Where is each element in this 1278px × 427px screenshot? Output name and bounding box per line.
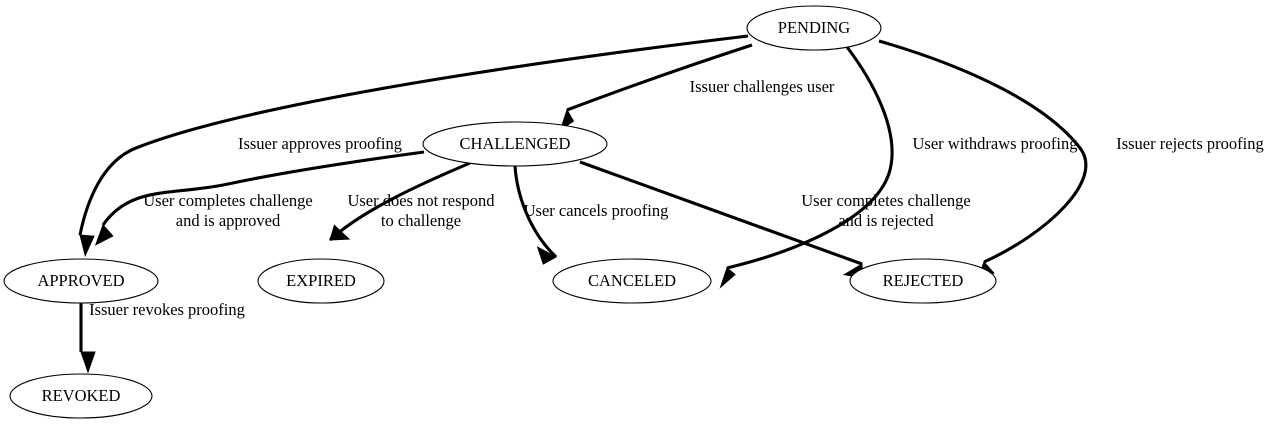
arrowhead-icon	[719, 267, 736, 289]
edge-line	[101, 150, 425, 226]
edge-label-pending-rejected: Issuer rejects proofing	[1116, 134, 1264, 153]
arrowhead-icon	[329, 224, 351, 241]
arrowhead-icon	[536, 246, 558, 265]
edge-line	[878, 39, 1088, 264]
node-ellipse[interactable]	[849, 258, 997, 304]
edge-label-line: Issuer challenges user	[690, 77, 835, 96]
edge-label-pending-rejected-withdraw: User withdraws proofing	[913, 134, 1078, 153]
edge-challenged-canceled	[513, 165, 558, 265]
edge-line	[513, 165, 558, 259]
node-label: EXPIRED	[286, 271, 356, 290]
edge-label-line: and is rejected	[838, 211, 934, 230]
state-node-approved[interactable]: APPROVED	[3, 258, 159, 304]
node-label: REVOKED	[42, 386, 121, 405]
nodes-layer: PENDING CHALLENGED APPROVED EXPIRED CANCELED…	[3, 5, 997, 419]
edge-label-pending-approved: Issuer approves proofing	[238, 134, 402, 153]
edge-approved-revoked	[79, 303, 96, 374]
arrowhead-icon	[94, 224, 114, 246]
edge-label-line: User completes challenge	[801, 191, 971, 210]
state-node-revoked[interactable]: REVOKED	[9, 373, 153, 419]
node-ellipse[interactable]	[746, 5, 882, 51]
node-ellipse[interactable]	[3, 258, 159, 304]
node-ellipse[interactable]	[9, 373, 153, 419]
edge-label-line: User completes challenge	[143, 191, 313, 210]
edge-label-line: User withdraws proofing	[913, 134, 1078, 153]
arrowhead-icon	[79, 234, 95, 258]
node-ellipse[interactable]	[422, 121, 608, 167]
edge-label-line: and is approved	[176, 211, 281, 230]
edge-label-line: to challenge	[381, 211, 461, 230]
edge-line	[566, 43, 753, 112]
edge-line	[726, 46, 894, 270]
edge-line	[328, 161, 471, 242]
edge-label-approved-revoked: Issuer revokes proofing	[89, 300, 245, 319]
node-label: REJECTED	[883, 271, 964, 290]
state-node-challenged[interactable]: CHALLENGED	[422, 121, 608, 167]
node-label: PENDING	[778, 18, 850, 37]
edge-label-line: Issuer revokes proofing	[89, 300, 245, 319]
edge-pending-rejected-withdraw	[719, 46, 894, 289]
edge-label-challenged-canceled: User cancels proofing	[524, 201, 669, 220]
edge-pending-approved	[78, 34, 749, 258]
edge-line	[579, 160, 863, 266]
node-ellipse[interactable]	[257, 258, 385, 304]
state-node-canceled[interactable]: CANCELED	[552, 258, 712, 304]
node-label: CANCELED	[588, 271, 676, 290]
node-label: APPROVED	[37, 271, 124, 290]
edge-label-pending-challenged: Issuer challenges user	[690, 77, 835, 96]
edge-pending-rejected	[878, 39, 1088, 282]
edge-label-line: User does not respond	[347, 191, 495, 210]
edge-label-line: User cancels proofing	[524, 201, 669, 220]
edge-label-line: Issuer approves proofing	[238, 134, 402, 153]
edge-line	[78, 34, 749, 236]
node-label: CHALLENGED	[460, 134, 571, 153]
state-node-expired[interactable]: EXPIRED	[257, 258, 385, 304]
arrowhead-icon	[80, 351, 96, 374]
state-node-pending[interactable]: PENDING	[746, 5, 882, 51]
state-node-rejected[interactable]: REJECTED	[849, 258, 997, 304]
edge-label-line: Issuer rejects proofing	[1116, 134, 1264, 153]
node-ellipse[interactable]	[552, 258, 712, 304]
edge-challenged-approved	[94, 150, 425, 246]
edge-challenged-expired	[328, 161, 471, 242]
